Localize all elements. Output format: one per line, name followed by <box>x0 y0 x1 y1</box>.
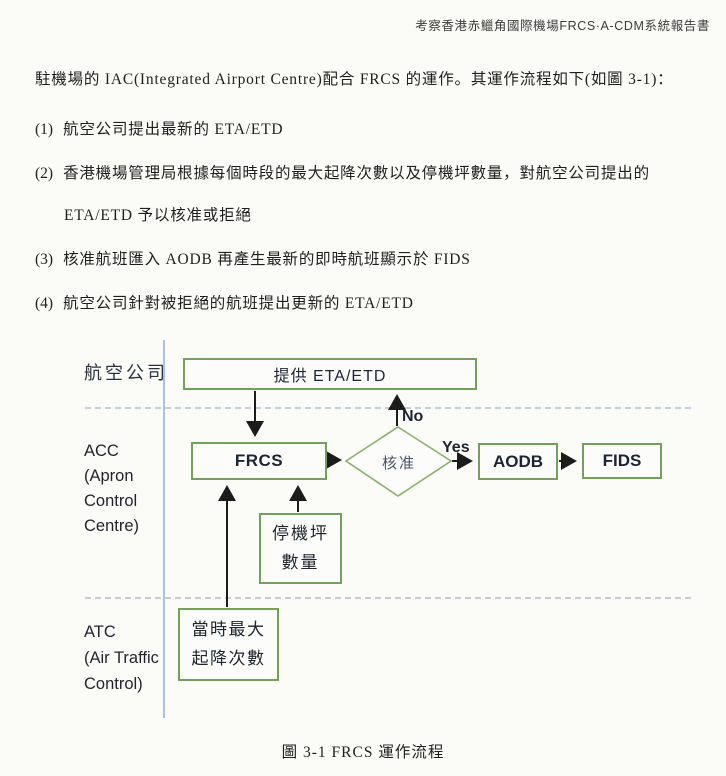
list-item-number: (2) <box>35 165 54 182</box>
lane-label-atc-line: (Air Traffic <box>84 649 159 667</box>
flow-node-stand-count: 停機坪 數量 <box>259 513 342 584</box>
list-item-3: (3) 核准航班匯入 AODB 再產生最新的即時航班顯示於 FIDS <box>35 247 471 269</box>
figure-caption: 圖 3-1 FRCS 運作流程 <box>281 744 445 761</box>
list-item-2-continuation: ETA/ETD 予以核准或拒絕 <box>64 207 252 224</box>
flow-node-frcs: FRCS <box>191 442 327 480</box>
list-item-4: (4) 航空公司針對被拒絕的航班提出更新的 ETA/ETD <box>35 291 414 313</box>
list-item-text: 核准航班匯入 AODB 再產生最新的即時航班顯示於 FIDS <box>63 251 471 268</box>
list-item-1: (1) 航空公司提出最新的 ETA/ETD <box>35 117 283 139</box>
list-item-text: 航空公司針對被拒絕的航班提出更新的 ETA/ETD <box>63 295 414 312</box>
list-item-text: 香港機場管理局根據每個時段的最大起降次數以及停機坪數量，對航空公司提出的 <box>63 165 650 182</box>
edge-label-yes: Yes <box>442 439 470 456</box>
intro-paragraph: 駐機場的 IAC(Integrated Airport Centre)配合 FR… <box>35 71 674 88</box>
flow-node-stand-count-line: 數量 <box>281 552 320 572</box>
flow-node-max-movements-line: 起降次數 <box>191 648 266 668</box>
list-item-number: (4) <box>35 295 54 312</box>
lane-label-acc: ACC (Apron Control Centre) <box>84 439 139 539</box>
flow-node-stand-count-line: 停機坪 <box>272 524 329 544</box>
lane-label-acc-line: ACC <box>84 442 119 460</box>
decision-diamond <box>344 426 453 497</box>
lane-label-acc-line: Centre) <box>84 517 140 535</box>
lane-label-atc-line: Control) <box>84 675 143 693</box>
decision-label: 核准 <box>381 456 416 472</box>
page-header-title: 考察香港赤鱲角國際機場FRCS·A-CDM系統報告書 <box>415 19 710 33</box>
list-item-2: (2) 香港機場管理局根據每個時段的最大起降次數以及停機坪數量，對航空公司提出的 <box>35 161 650 183</box>
list-item-text: 航空公司提出最新的 ETA/ETD <box>63 121 284 138</box>
flow-node-fids: FIDS <box>582 443 662 479</box>
lane-label-atc-line: ATC <box>84 623 116 641</box>
lane-label-airline: 航空公司 <box>84 363 168 383</box>
flow-node-aodb: AODB <box>478 443 558 480</box>
lane-label-acc-line: Control <box>84 492 138 510</box>
lane-label-acc-line: (Apron <box>84 467 134 485</box>
flow-node-max-movements-line: 當時最大 <box>191 620 266 640</box>
lane-label-atc: ATC (Air Traffic Control) <box>84 619 159 697</box>
list-item-number: (3) <box>35 251 54 268</box>
edge-label-no: No <box>402 408 424 425</box>
flow-node-max-movements: 當時最大 起降次數 <box>178 608 279 681</box>
list-item-number: (1) <box>35 121 54 138</box>
flow-node-provide-eta-etd: 提供 ETA/ETD <box>183 358 477 390</box>
